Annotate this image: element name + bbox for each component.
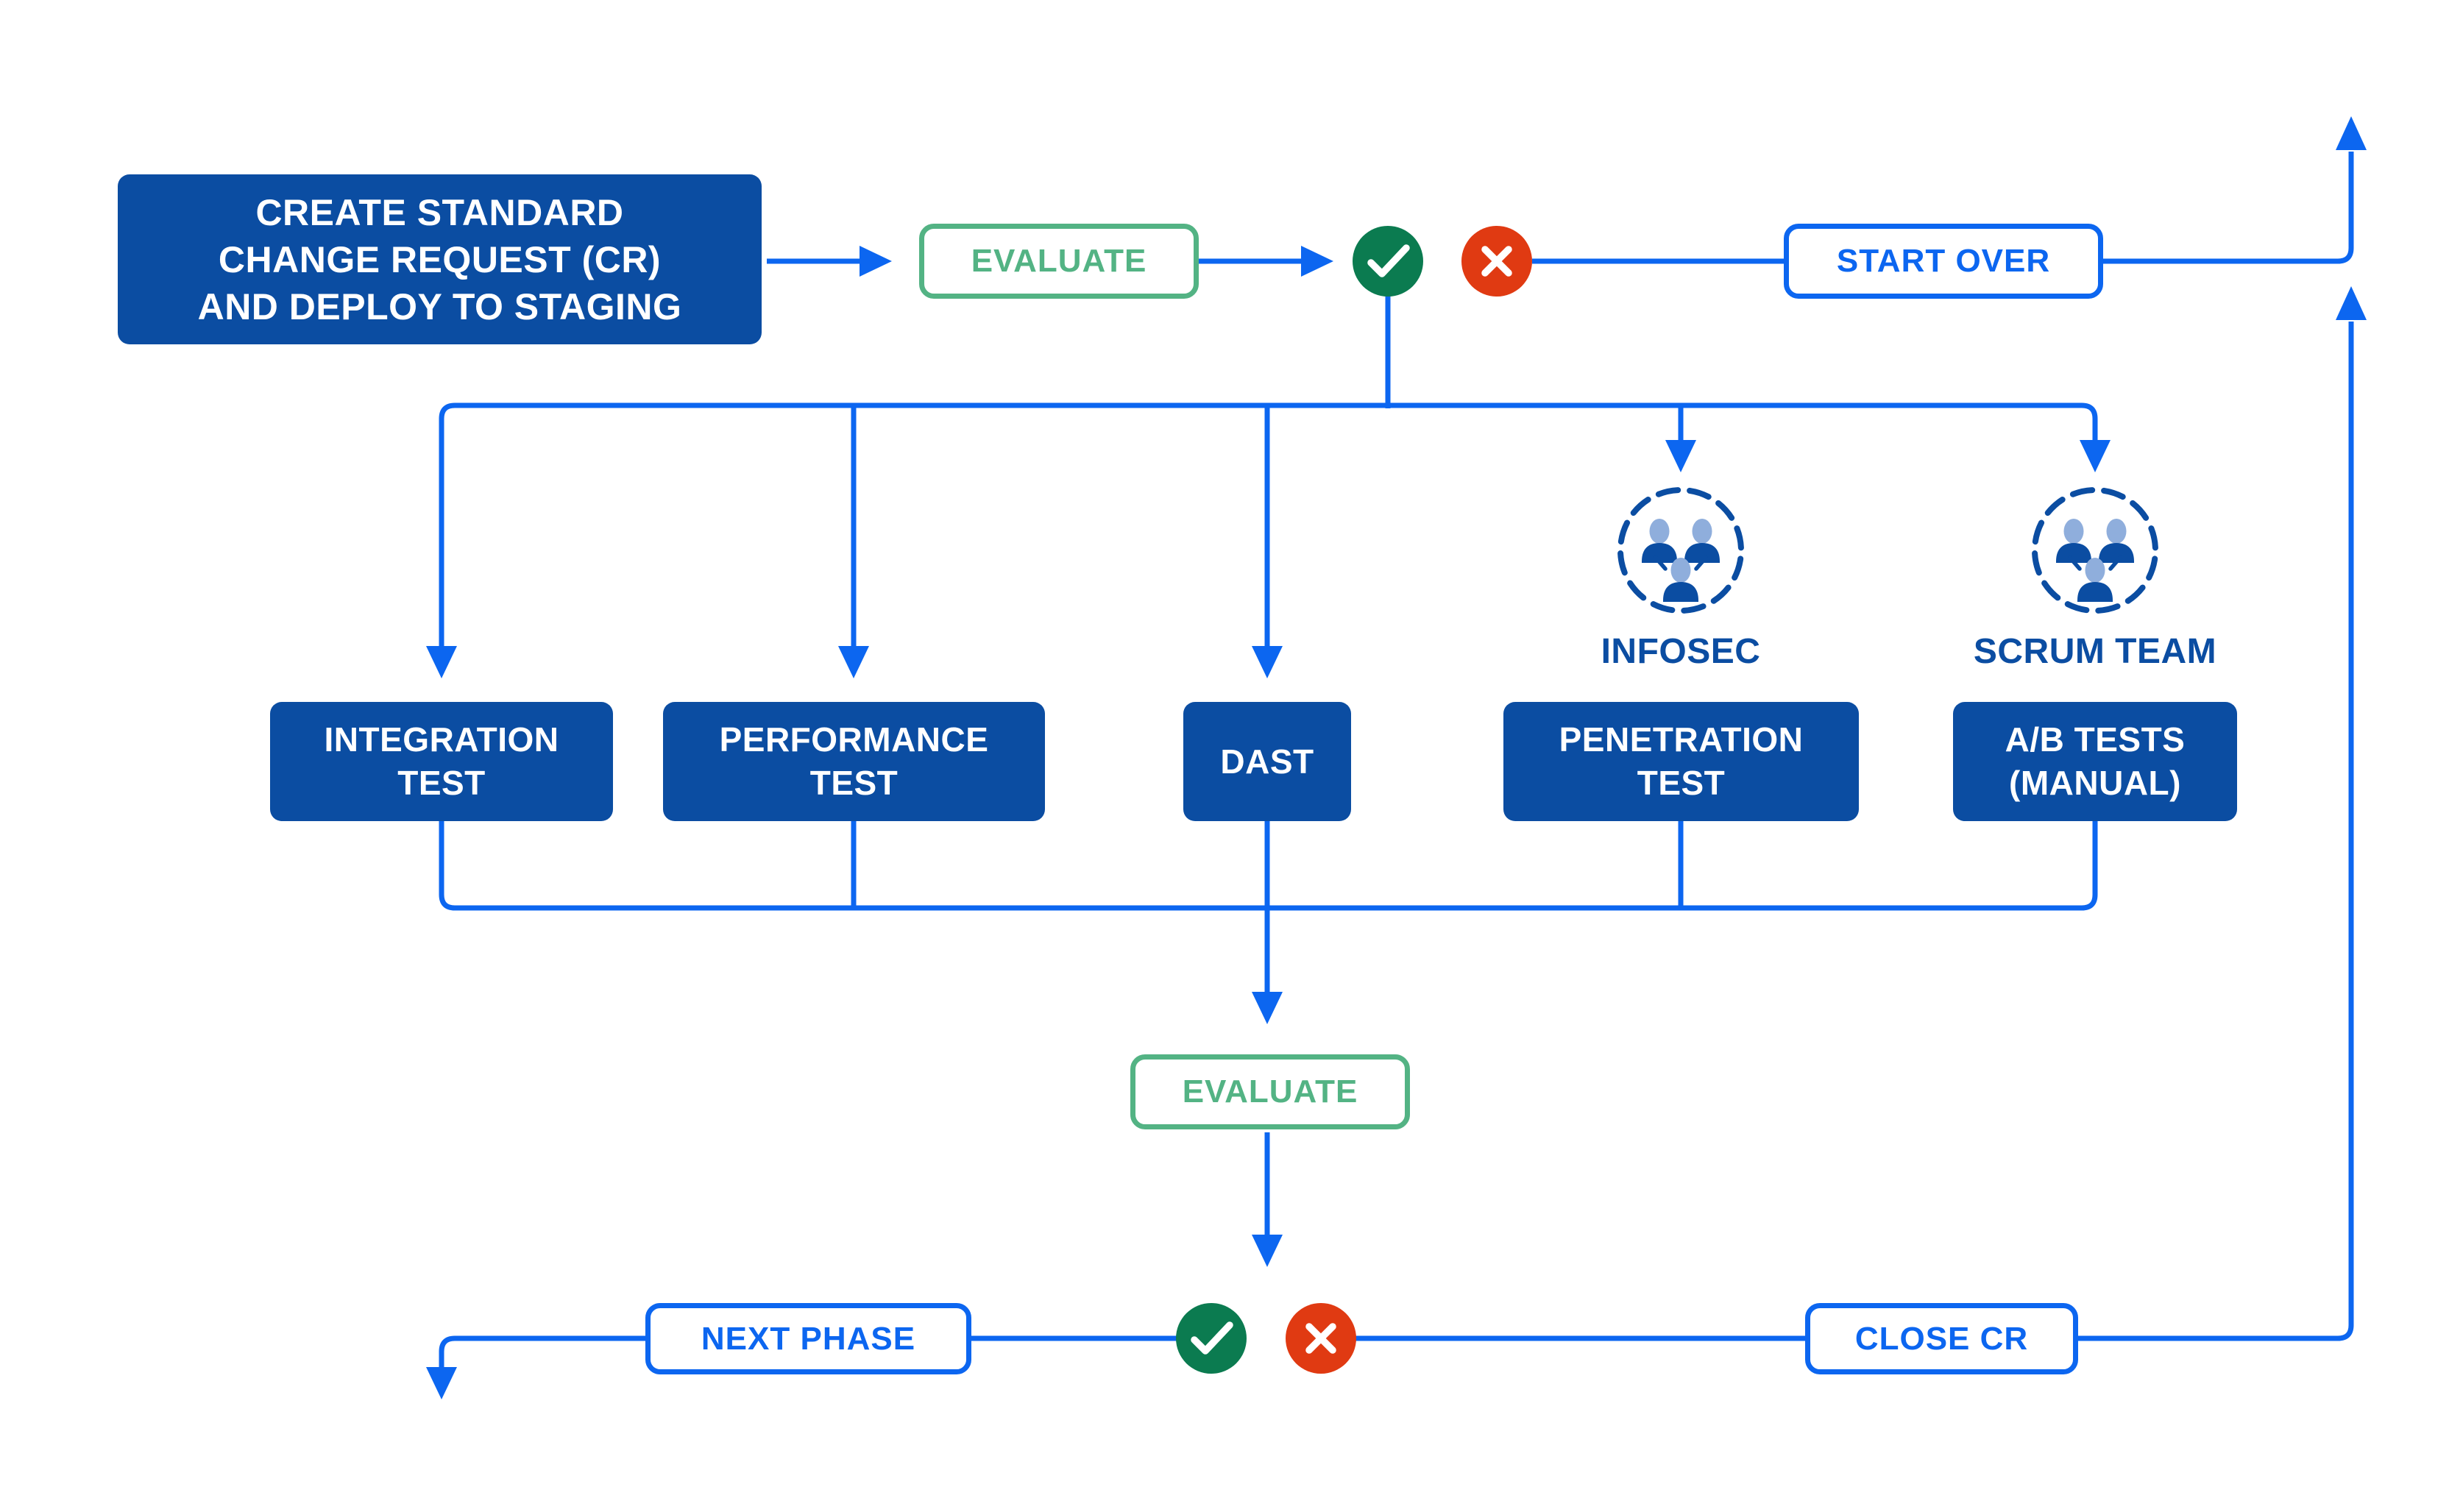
node-label-line: CREATE STANDARD: [255, 191, 624, 233]
node-label: EVALUATE: [1182, 1073, 1358, 1110]
node-penetration-test: PENETRATION TEST: [1503, 702, 1859, 821]
arrowhead-down-result2: [1252, 1235, 1283, 1267]
cross-icon: [1286, 1303, 1356, 1374]
node-label-line: AND DEPLOY TO STAGING: [197, 285, 682, 327]
arrowhead-up-closecr: [2336, 286, 2367, 320]
node-label: CLOSE CR: [1854, 1320, 2029, 1357]
arrowhead-down-integration: [426, 646, 457, 678]
node-label: EVALUATE: [971, 243, 1147, 279]
arrowhead-down-scrum: [2080, 440, 2111, 472]
node-dast: DAST: [1183, 702, 1351, 821]
node-label-line: INTEGRATION: [324, 720, 559, 759]
node-label: START OVER: [1836, 243, 2051, 279]
team-people-icon: [1617, 487, 1744, 614]
node-ab-tests-manual: A/B TESTS (MANUAL): [1953, 702, 2237, 821]
node-label-line: DAST: [1220, 742, 1314, 781]
check-icon: [1353, 226, 1423, 297]
arrowhead-down-performance: [838, 646, 869, 678]
arrowhead-up-startover: [2336, 116, 2367, 150]
connector-startover-to-top: [2103, 152, 2354, 264]
connector-nextphase-left: [439, 1335, 645, 1369]
connector-closecr-to-top: [2077, 322, 2354, 1341]
arrowhead-right-evaluate: [860, 246, 892, 277]
node-evaluate-top: EVALUATE: [919, 224, 1199, 299]
node-close-cr: CLOSE CR: [1805, 1303, 2078, 1374]
arrowhead-down-infosec: [1665, 440, 1696, 472]
node-performance-test: PERFORMANCE TEST: [663, 702, 1045, 821]
check-icon: [1176, 1303, 1247, 1374]
node-integration-test: INTEGRATION TEST: [270, 702, 613, 821]
node-label-line: (MANUAL): [2009, 764, 2181, 802]
arrowhead-down-dast: [1252, 646, 1283, 678]
arrowhead-right-approve: [1301, 246, 1333, 277]
node-label-line: CHANGE REQUEST (CR): [218, 238, 662, 280]
arrowhead-down-nextphase: [426, 1367, 457, 1399]
node-create-change-request: CREATE STANDARD CHANGE REQUEST (CR) AND …: [118, 174, 762, 344]
arrowhead-down-evaluate2: [1252, 992, 1283, 1024]
node-label: NEXT PHASE: [701, 1320, 916, 1357]
node-label-line: A/B TESTS: [2005, 720, 2186, 759]
node-label-line: TEST: [809, 764, 899, 802]
team-label-infosec: INFOSEC: [1601, 632, 1761, 671]
node-label-line: PERFORMANCE: [719, 720, 989, 759]
node-label-line: TEST: [1637, 764, 1726, 802]
node-label-line: PENETRATION: [1559, 720, 1804, 759]
team-label-scrum: SCRUM TEAM: [1973, 632, 2217, 671]
node-start-over: START OVER: [1784, 224, 2103, 299]
node-label-line: TEST: [397, 764, 486, 802]
cross-icon: [1461, 226, 1532, 297]
team-people-icon: [2032, 487, 2158, 614]
node-next-phase: NEXT PHASE: [645, 1303, 971, 1374]
node-evaluate-bottom: EVALUATE: [1130, 1054, 1410, 1129]
